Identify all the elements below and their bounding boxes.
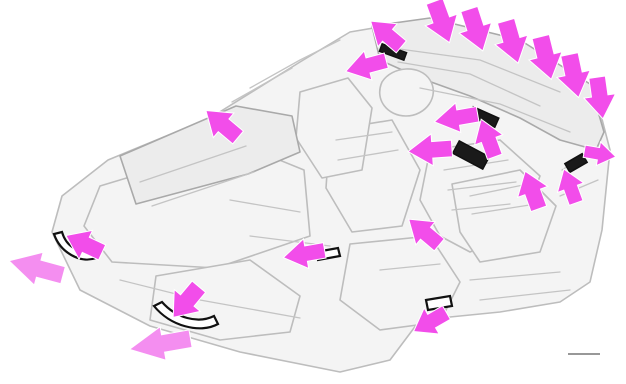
rear-exit-arrow-left <box>5 244 68 291</box>
steering-wheel <box>380 69 434 116</box>
